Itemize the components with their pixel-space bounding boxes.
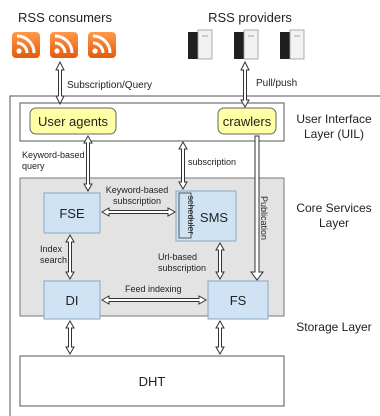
fse-label: FSE <box>59 206 85 221</box>
core-layer-label-line1: Core Services <box>296 201 371 215</box>
di-dht-arrow <box>65 319 75 356</box>
subscription-query-arrow <box>55 60 65 106</box>
keyword-query-label-line2: query <box>22 161 45 171</box>
keyword-subscription-arrow <box>100 207 177 217</box>
crawlers-label: crawlers <box>223 114 272 129</box>
user-agents-label: User agents <box>38 114 109 129</box>
publication-label: Publication <box>259 196 269 240</box>
core-layer-label-line2: Layer <box>319 216 349 230</box>
di-node <box>43 280 101 320</box>
scheduler-box <box>178 192 192 239</box>
feed-indexing-label: Feed indexing <box>125 284 182 294</box>
fs-label: FS <box>230 293 247 308</box>
rss-feed-icon <box>12 32 40 58</box>
publication-arrow <box>250 135 264 281</box>
dht-label: DHT <box>139 374 166 389</box>
fse-node <box>43 192 101 234</box>
server-tower-icon <box>234 29 259 60</box>
keyword-query-arrow <box>83 134 93 193</box>
url-subscription-label-line1: Url-based <box>158 252 197 262</box>
index-search-label-line1: Index <box>40 244 63 254</box>
server-tower-icon <box>280 29 305 60</box>
system-boundary <box>9 95 380 416</box>
keyword-query-label-line1: Keyword-based <box>22 150 85 160</box>
dht-box <box>19 355 285 407</box>
uil-layer-label-line2: Layer (UIL) <box>304 127 364 141</box>
fs-node <box>207 280 269 320</box>
providers-title: RSS providers <box>208 10 292 25</box>
url-subscription-label-line2: subscription <box>158 263 206 273</box>
subscription-arrow <box>178 140 188 191</box>
storage-layer-label: Storage Layer <box>296 320 371 334</box>
rss-feed-icon <box>50 32 78 58</box>
sms-label: SMS <box>200 210 229 225</box>
user-agents-box <box>29 107 117 135</box>
server-tower-icon <box>188 29 213 60</box>
di-label: DI <box>66 293 79 308</box>
scheduler-label: scheduler <box>186 195 196 234</box>
keyword-subscription-label-line2: subscription <box>113 196 161 206</box>
index-search-label-line2: search <box>40 255 67 265</box>
consumers-title: RSS consumers <box>18 10 112 25</box>
keyword-subscription-label-line1: Keyword-based <box>106 185 169 195</box>
pull-push-label: Pull/push <box>256 78 297 89</box>
uil-layer-label-line1: User Interface <box>296 112 372 126</box>
subscription-label: subscription <box>188 157 236 167</box>
feed-indexing-arrow <box>100 295 208 305</box>
url-subscription-arrow <box>215 241 225 281</box>
pull-push-arrow <box>240 60 250 109</box>
subscription-query-label: Subscription/Query <box>67 80 152 91</box>
index-search-arrow <box>65 233 75 281</box>
fs-dht-arrow <box>215 319 225 356</box>
crawlers-box <box>217 107 277 135</box>
rss-feed-icon <box>88 32 116 58</box>
